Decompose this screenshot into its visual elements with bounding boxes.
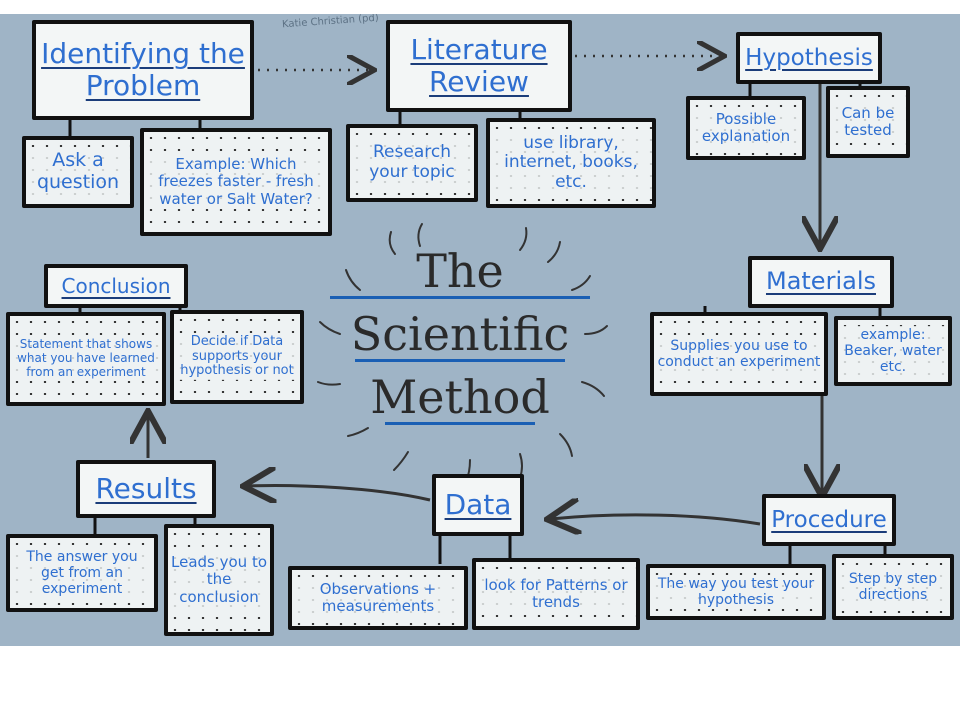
note-supplies: Supplies you use to conduct an experimen… <box>650 312 828 396</box>
note-answer: The answer you get from an experiment <box>6 534 158 612</box>
step-data-title: Data <box>444 487 512 521</box>
arrow-procedure-to-data <box>550 515 761 524</box>
note-decide-data: Decide if Data supports your hypothesis … <box>170 310 304 404</box>
note-observations: Observations + measurements <box>288 566 468 630</box>
step-identifying-problem: Identifying the Problem <box>32 20 254 120</box>
note-research-topic: Research your topic <box>346 124 478 202</box>
note-step-by-step: Step by step directions <box>832 554 954 620</box>
center-title-line-3: Method <box>370 370 550 424</box>
step-procedure-title: Procedure <box>771 506 887 533</box>
step-hypothesis-title: Hypothesis <box>745 44 873 71</box>
author-period: (pd) <box>357 14 380 26</box>
step-materials-title: Materials <box>765 267 876 296</box>
center-title-line-1: The <box>416 244 504 298</box>
step-results-title: Results <box>95 471 197 505</box>
note-statement: Statement that shows what you have learn… <box>6 312 166 406</box>
poster-board: Katie Christian (pd) The Scientific Meth… <box>0 14 960 646</box>
note-can-be-tested: Can be tested <box>826 86 910 158</box>
center-title: The Scientific Method <box>330 236 590 466</box>
note-patterns: look for Patterns or trends <box>472 558 640 630</box>
note-test-hypothesis: The way you test your hypothesis <box>646 564 826 620</box>
step-data: Data <box>432 474 524 536</box>
step-materials: Materials <box>748 256 894 308</box>
step-results: Results <box>76 460 216 518</box>
step-literature-review: Literature Review <box>386 20 572 112</box>
step-hypothesis: Hypothesis <box>736 32 882 84</box>
step-identifying-problem-title: Identifying the Problem <box>41 36 245 102</box>
note-materials-example: example: Beaker, water etc. <box>834 316 952 386</box>
step-literature-review-title: Literature Review <box>410 32 548 98</box>
note-possible-explanation: Possible explanation <box>686 96 806 160</box>
note-problem-example: Example: Which freezes faster - fresh wa… <box>140 128 332 236</box>
step-procedure: Procedure <box>762 494 896 546</box>
step-conclusion-title: Conclusion <box>61 273 171 298</box>
center-title-line-2: Scientific <box>350 307 570 361</box>
note-ask-question: Ask a question <box>22 136 134 208</box>
photo-border <box>0 0 960 14</box>
note-use-library: use library, internet, books, etc. <box>486 118 656 208</box>
arrow-data-to-results <box>246 486 431 500</box>
note-leads-to-conclusion: Leads you to the conclusion <box>164 524 274 636</box>
step-conclusion: Conclusion <box>44 264 188 308</box>
